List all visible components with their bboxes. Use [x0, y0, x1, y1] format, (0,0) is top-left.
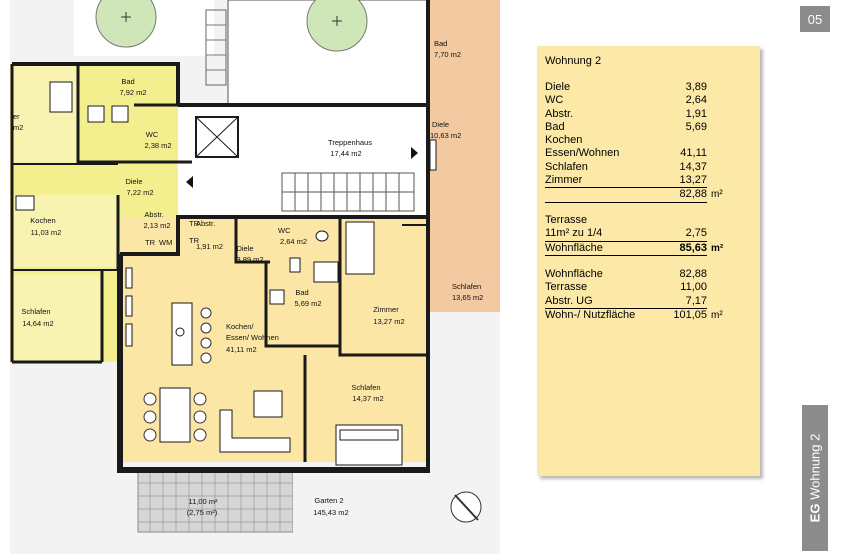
room-name: Diele — [432, 120, 449, 129]
storage-label: WM — [159, 238, 172, 247]
storage-label: TR — [189, 219, 200, 228]
garden-steps — [205, 9, 227, 86]
page-number: 05 — [800, 6, 830, 32]
sink-icon — [87, 105, 105, 123]
bed — [345, 221, 375, 275]
entry-arrow-icon — [186, 176, 193, 188]
room-name: Bad — [434, 39, 447, 48]
storage-label: TR — [145, 238, 156, 247]
room-name: Schlafen — [452, 282, 481, 291]
terrace-title: Terrasse — [545, 214, 588, 226]
kitchen-island — [171, 302, 193, 366]
room-area-partial: m2 — [13, 123, 23, 132]
sofa — [219, 409, 291, 453]
side-label: EG Wohnung 2 — [802, 405, 828, 551]
shower-icon — [313, 261, 339, 283]
bathtub-icon — [49, 81, 73, 113]
sink-icon — [269, 289, 285, 305]
room-name: Essen/ Wohnen — [226, 333, 279, 342]
coffee-table — [253, 390, 283, 418]
storage-label: TR — [189, 236, 200, 245]
room-name: Treppenhaus — [328, 138, 372, 147]
stair-hall — [178, 105, 428, 217]
room-area: 7,22 m2 — [126, 188, 153, 197]
room-area: 13,27 m2 — [373, 317, 404, 326]
stove-icon — [15, 195, 35, 211]
room-name: WC — [146, 130, 159, 139]
elevator-icon — [195, 116, 239, 158]
room-area: 14,64 m2 — [22, 319, 53, 328]
room-name: WC — [278, 226, 291, 235]
room-name: Diele — [125, 177, 142, 186]
side-label-text: Wohnung 2 — [807, 433, 823, 500]
room-name-partial: er — [13, 112, 20, 121]
toilet-icon — [289, 257, 301, 273]
room-area: 2,38 m2 — [144, 141, 171, 150]
floor-plan: TR WM TR TR Bad 7,92 m2 WC 2,38 m2 Diele… — [10, 0, 500, 554]
staircase — [281, 172, 415, 212]
room-area: 3,89 m2 — [236, 255, 263, 264]
room-area: 14,37 m2 — [352, 394, 383, 403]
room-area: 13,65 m2 — [452, 293, 483, 302]
room-name: Schlafen — [21, 307, 50, 316]
garden-name: Garten 2 — [314, 496, 343, 505]
tree-icon — [95, 0, 157, 48]
neighbor-right-apartment — [428, 0, 500, 312]
garden-area: 145,43 m2 — [313, 508, 348, 517]
room-name: Bad — [121, 77, 134, 86]
room-area: 10,63 m2 — [430, 131, 461, 140]
room-name: Abstr. — [196, 219, 215, 228]
terrace-share: (2,75 m²) — [187, 508, 218, 517]
side-label-prefix: EG — [807, 503, 823, 523]
walls — [10, 0, 430, 473]
room-area: 17,44 m2 — [330, 149, 361, 158]
terrace-area: 11,00 m² — [188, 497, 218, 506]
room-area: 5,69 m2 — [294, 299, 321, 308]
room-name: Zimmer — [373, 305, 399, 314]
room-area: 11,03 m2 — [31, 228, 62, 237]
room-name: Schlafen — [351, 383, 380, 392]
table-row: Kochen — [545, 134, 583, 147]
room-name: Kochen — [30, 216, 55, 225]
room-name: Diele — [236, 244, 253, 253]
room-name: Bad — [295, 288, 308, 297]
dining-table — [159, 387, 191, 443]
entry-arrow-icon — [411, 147, 418, 159]
room-area: 2,13 m2 — [143, 221, 170, 230]
bed — [335, 424, 403, 466]
room-area: 41,11 m2 — [226, 345, 257, 354]
sink-icon — [111, 105, 129, 123]
room-area: 1,91 m2 — [196, 242, 223, 251]
room-area: 7,92 m2 — [119, 88, 146, 97]
panel-title: Wohnung 2 — [545, 55, 602, 67]
room-name: Kochen/ — [226, 322, 254, 331]
room-name: Abstr. — [144, 210, 163, 219]
table-row: Abstr.1,91 — [545, 107, 707, 120]
toilet-icon — [315, 230, 329, 242]
room-area: 2,64 m2 — [280, 237, 307, 246]
room-area: 7,70 m2 — [434, 50, 461, 59]
